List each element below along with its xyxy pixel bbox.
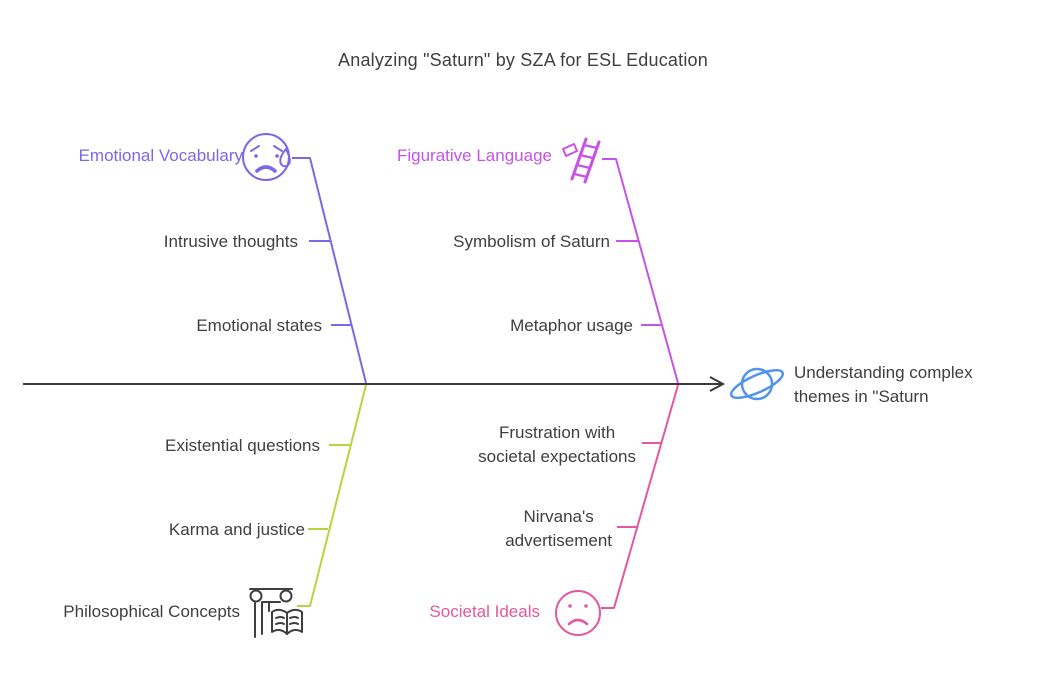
item-text: Emotional states bbox=[196, 316, 322, 335]
saturn-icon bbox=[729, 367, 785, 401]
effect-text-line: Understanding complex bbox=[794, 363, 973, 382]
item-metaphor-usage: Metaphor usage bbox=[510, 314, 633, 338]
item-symbolism-of-saturn: Symbolism of Saturn bbox=[453, 230, 610, 254]
ladder-icon bbox=[562, 137, 601, 184]
item-text: Karma and justice bbox=[168, 520, 305, 539]
crying-face-icon bbox=[242, 133, 291, 181]
branch-label-emotional-vocabulary: Emotional Vocabulary bbox=[78, 146, 243, 165]
item-intrusive-thoughts: Intrusive thoughts bbox=[164, 230, 298, 254]
item-text-line: Nirvana's bbox=[523, 507, 594, 526]
branch-line bbox=[297, 384, 367, 607]
branch-societal-lines bbox=[555, 384, 679, 636]
item-text: Metaphor usage bbox=[510, 316, 633, 335]
branch-philosophical-lines bbox=[297, 384, 367, 607]
item-text: Existential questions bbox=[165, 436, 320, 455]
arrowhead-icon bbox=[709, 376, 726, 392]
diagram-title: Analyzing "Saturn" by SZA for ESL Educat… bbox=[338, 50, 708, 70]
item-karma-and-justice: Karma and justice bbox=[169, 518, 305, 542]
branch-line bbox=[292, 157, 367, 384]
branch-label-figurative-language: Figurative Language bbox=[396, 146, 552, 165]
item-text-line: Frustration with bbox=[498, 423, 616, 442]
item-nirvanas-advertisement: Nirvana's advertisement bbox=[505, 505, 612, 553]
branch-label-philosophical-concepts: Philosophical Concepts bbox=[63, 602, 240, 621]
branch-emotional-lines bbox=[242, 133, 367, 384]
branch-label-societal-ideals: Societal Ideals bbox=[429, 602, 540, 621]
greek-column-book-icon bbox=[249, 588, 303, 638]
item-emotional-states: Emotional states bbox=[196, 314, 322, 338]
item-text: Symbolism of Saturn bbox=[453, 232, 610, 251]
effect-text-line: themes in "Saturn bbox=[794, 387, 929, 406]
spine-arrow bbox=[23, 376, 726, 392]
item-text-line: advertisement bbox=[505, 531, 612, 550]
item-existential-questions: Existential questions bbox=[165, 434, 320, 458]
branch-line bbox=[601, 384, 679, 609]
effect-label: Understanding complex themes in "Saturn bbox=[794, 361, 973, 409]
branch-line bbox=[602, 158, 679, 384]
sad-face-icon bbox=[555, 590, 601, 636]
item-text-line: societal expectations bbox=[478, 447, 636, 466]
branch-figurative-lines bbox=[562, 137, 679, 384]
item-frustration-societal-expectations: Frustration with societal expectations bbox=[478, 421, 636, 469]
item-text: Intrusive thoughts bbox=[163, 232, 298, 251]
